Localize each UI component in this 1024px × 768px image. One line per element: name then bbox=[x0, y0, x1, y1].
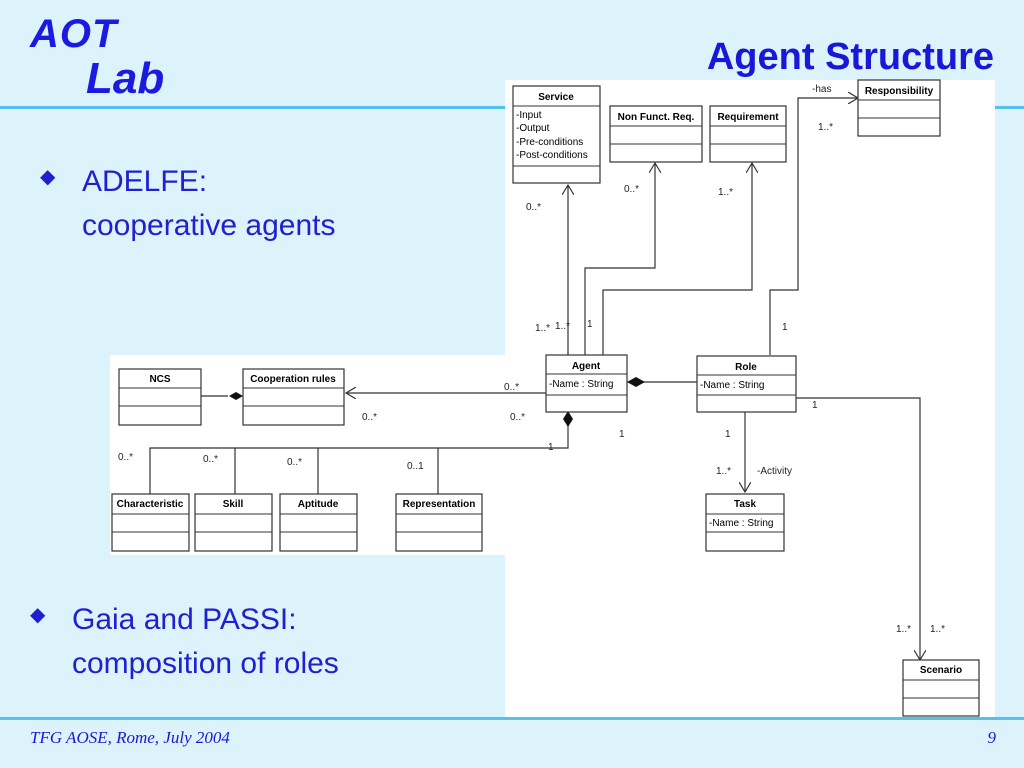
class-name: Characteristic bbox=[117, 499, 184, 510]
class-responsibility: Responsibility bbox=[857, 79, 941, 137]
multiplicity-label: 0..* bbox=[362, 412, 377, 423]
logo-line-2: Lab bbox=[86, 54, 165, 103]
class-representation: Representation bbox=[395, 493, 483, 552]
class-name: Non Funct. Req. bbox=[618, 112, 695, 123]
class-ncs: NCS bbox=[118, 368, 202, 426]
class-attr: -Name : String bbox=[549, 379, 613, 390]
class-name: Service bbox=[538, 92, 574, 103]
class-attr: -Pre-conditions bbox=[516, 137, 583, 148]
class-characteristic: Characteristic bbox=[111, 493, 190, 552]
multiplicity-label: 1..* bbox=[716, 466, 731, 477]
agent-composition-diamond bbox=[563, 411, 573, 427]
class-name: Responsibility bbox=[865, 86, 934, 97]
bullet-line-2: cooperative agents bbox=[82, 209, 336, 242]
class-task: Task -Name : String bbox=[705, 493, 785, 552]
footer-divider bbox=[0, 717, 1024, 720]
class-attr: -Post-conditions bbox=[516, 150, 588, 161]
bullet-line-2: composition of roles bbox=[72, 647, 339, 680]
class-name: Representation bbox=[403, 499, 476, 510]
multiplicity-label: 1..* bbox=[555, 321, 570, 332]
multiplicity-label: 1 bbox=[812, 400, 818, 411]
class-scenario: Scenario bbox=[902, 659, 980, 717]
multiplicity-label: 0..* bbox=[510, 412, 525, 423]
multiplicity-label: 0..* bbox=[504, 382, 519, 393]
logo-line-1: AOT bbox=[30, 12, 118, 56]
class-name: Cooperation rules bbox=[250, 374, 336, 385]
multiplicity-label: 1 bbox=[725, 429, 731, 440]
bullet-line-1: Gaia and PASSI: bbox=[72, 603, 297, 636]
class-attr: -Input bbox=[516, 110, 542, 121]
class-name: Aptitude bbox=[298, 499, 339, 510]
multiplicity-label: 1..* bbox=[930, 624, 945, 635]
class-name: Scenario bbox=[920, 665, 962, 676]
multiplicity-label: 0..* bbox=[203, 454, 218, 465]
class-name: Requirement bbox=[717, 112, 779, 123]
agent-composition-bus bbox=[149, 425, 569, 494]
multiplicity-label: 0..* bbox=[287, 457, 302, 468]
class-requirement: Requirement bbox=[709, 105, 787, 163]
class-name: Task bbox=[734, 499, 756, 510]
multiplicity-label: 0..1 bbox=[407, 461, 424, 472]
multiplicity-label: 1 bbox=[619, 429, 625, 440]
class-name: Agent bbox=[572, 361, 601, 372]
diamond-bullet-icon: ◆ bbox=[30, 604, 46, 626]
activity-label: -Activity bbox=[757, 466, 792, 477]
class-attr: -Name : String bbox=[709, 518, 773, 529]
coop-composition-diamond bbox=[229, 392, 243, 400]
multiplicity-label: 1 bbox=[587, 319, 593, 330]
role-scenario-link bbox=[796, 397, 920, 660]
class-attr: -Output bbox=[516, 123, 550, 134]
class-aptitude: Aptitude bbox=[279, 493, 358, 552]
multiplicity-label: 0..* bbox=[526, 202, 541, 213]
class-nonfunct-req: Non Funct. Req. bbox=[609, 105, 703, 163]
class-role: Role -Name : String bbox=[696, 355, 797, 413]
agent-requirement-link bbox=[602, 163, 752, 355]
class-name: NCS bbox=[149, 374, 170, 385]
role-responsibility-link bbox=[769, 98, 858, 355]
page-number: 9 bbox=[987, 728, 997, 747]
slide-title: Agent Structure bbox=[706, 36, 994, 78]
agent-nonfunct-link bbox=[584, 163, 655, 355]
agent-role-diamond bbox=[627, 377, 645, 387]
multiplicity-label: 0..* bbox=[118, 452, 133, 463]
multiplicity-label: 1..* bbox=[718, 187, 733, 198]
class-service: Service -Input -Output -Pre-conditions -… bbox=[512, 85, 601, 184]
diamond-bullet-icon: ◆ bbox=[40, 166, 56, 188]
multiplicity-label: 0..* bbox=[624, 184, 639, 195]
multiplicity-label: 1..* bbox=[818, 122, 833, 133]
multiplicity-label: 1 bbox=[782, 322, 788, 333]
bullet-line-1: ADELFE: bbox=[82, 165, 208, 198]
multiplicity-label: 1..* bbox=[535, 323, 550, 334]
class-attr: -Name : String bbox=[700, 380, 764, 391]
multiplicity-label: 1 bbox=[548, 442, 554, 453]
footer-text: TFG AOSE, Rome, July 2004 bbox=[30, 728, 230, 747]
class-skill: Skill bbox=[194, 493, 273, 552]
class-name: Skill bbox=[223, 499, 244, 510]
multiplicity-label: 1..* bbox=[896, 624, 911, 635]
has-label: -has bbox=[812, 84, 831, 95]
class-cooperation-rules: Cooperation rules bbox=[242, 368, 345, 426]
class-agent: Agent -Name : String bbox=[545, 354, 628, 413]
class-name: Role bbox=[735, 362, 757, 373]
